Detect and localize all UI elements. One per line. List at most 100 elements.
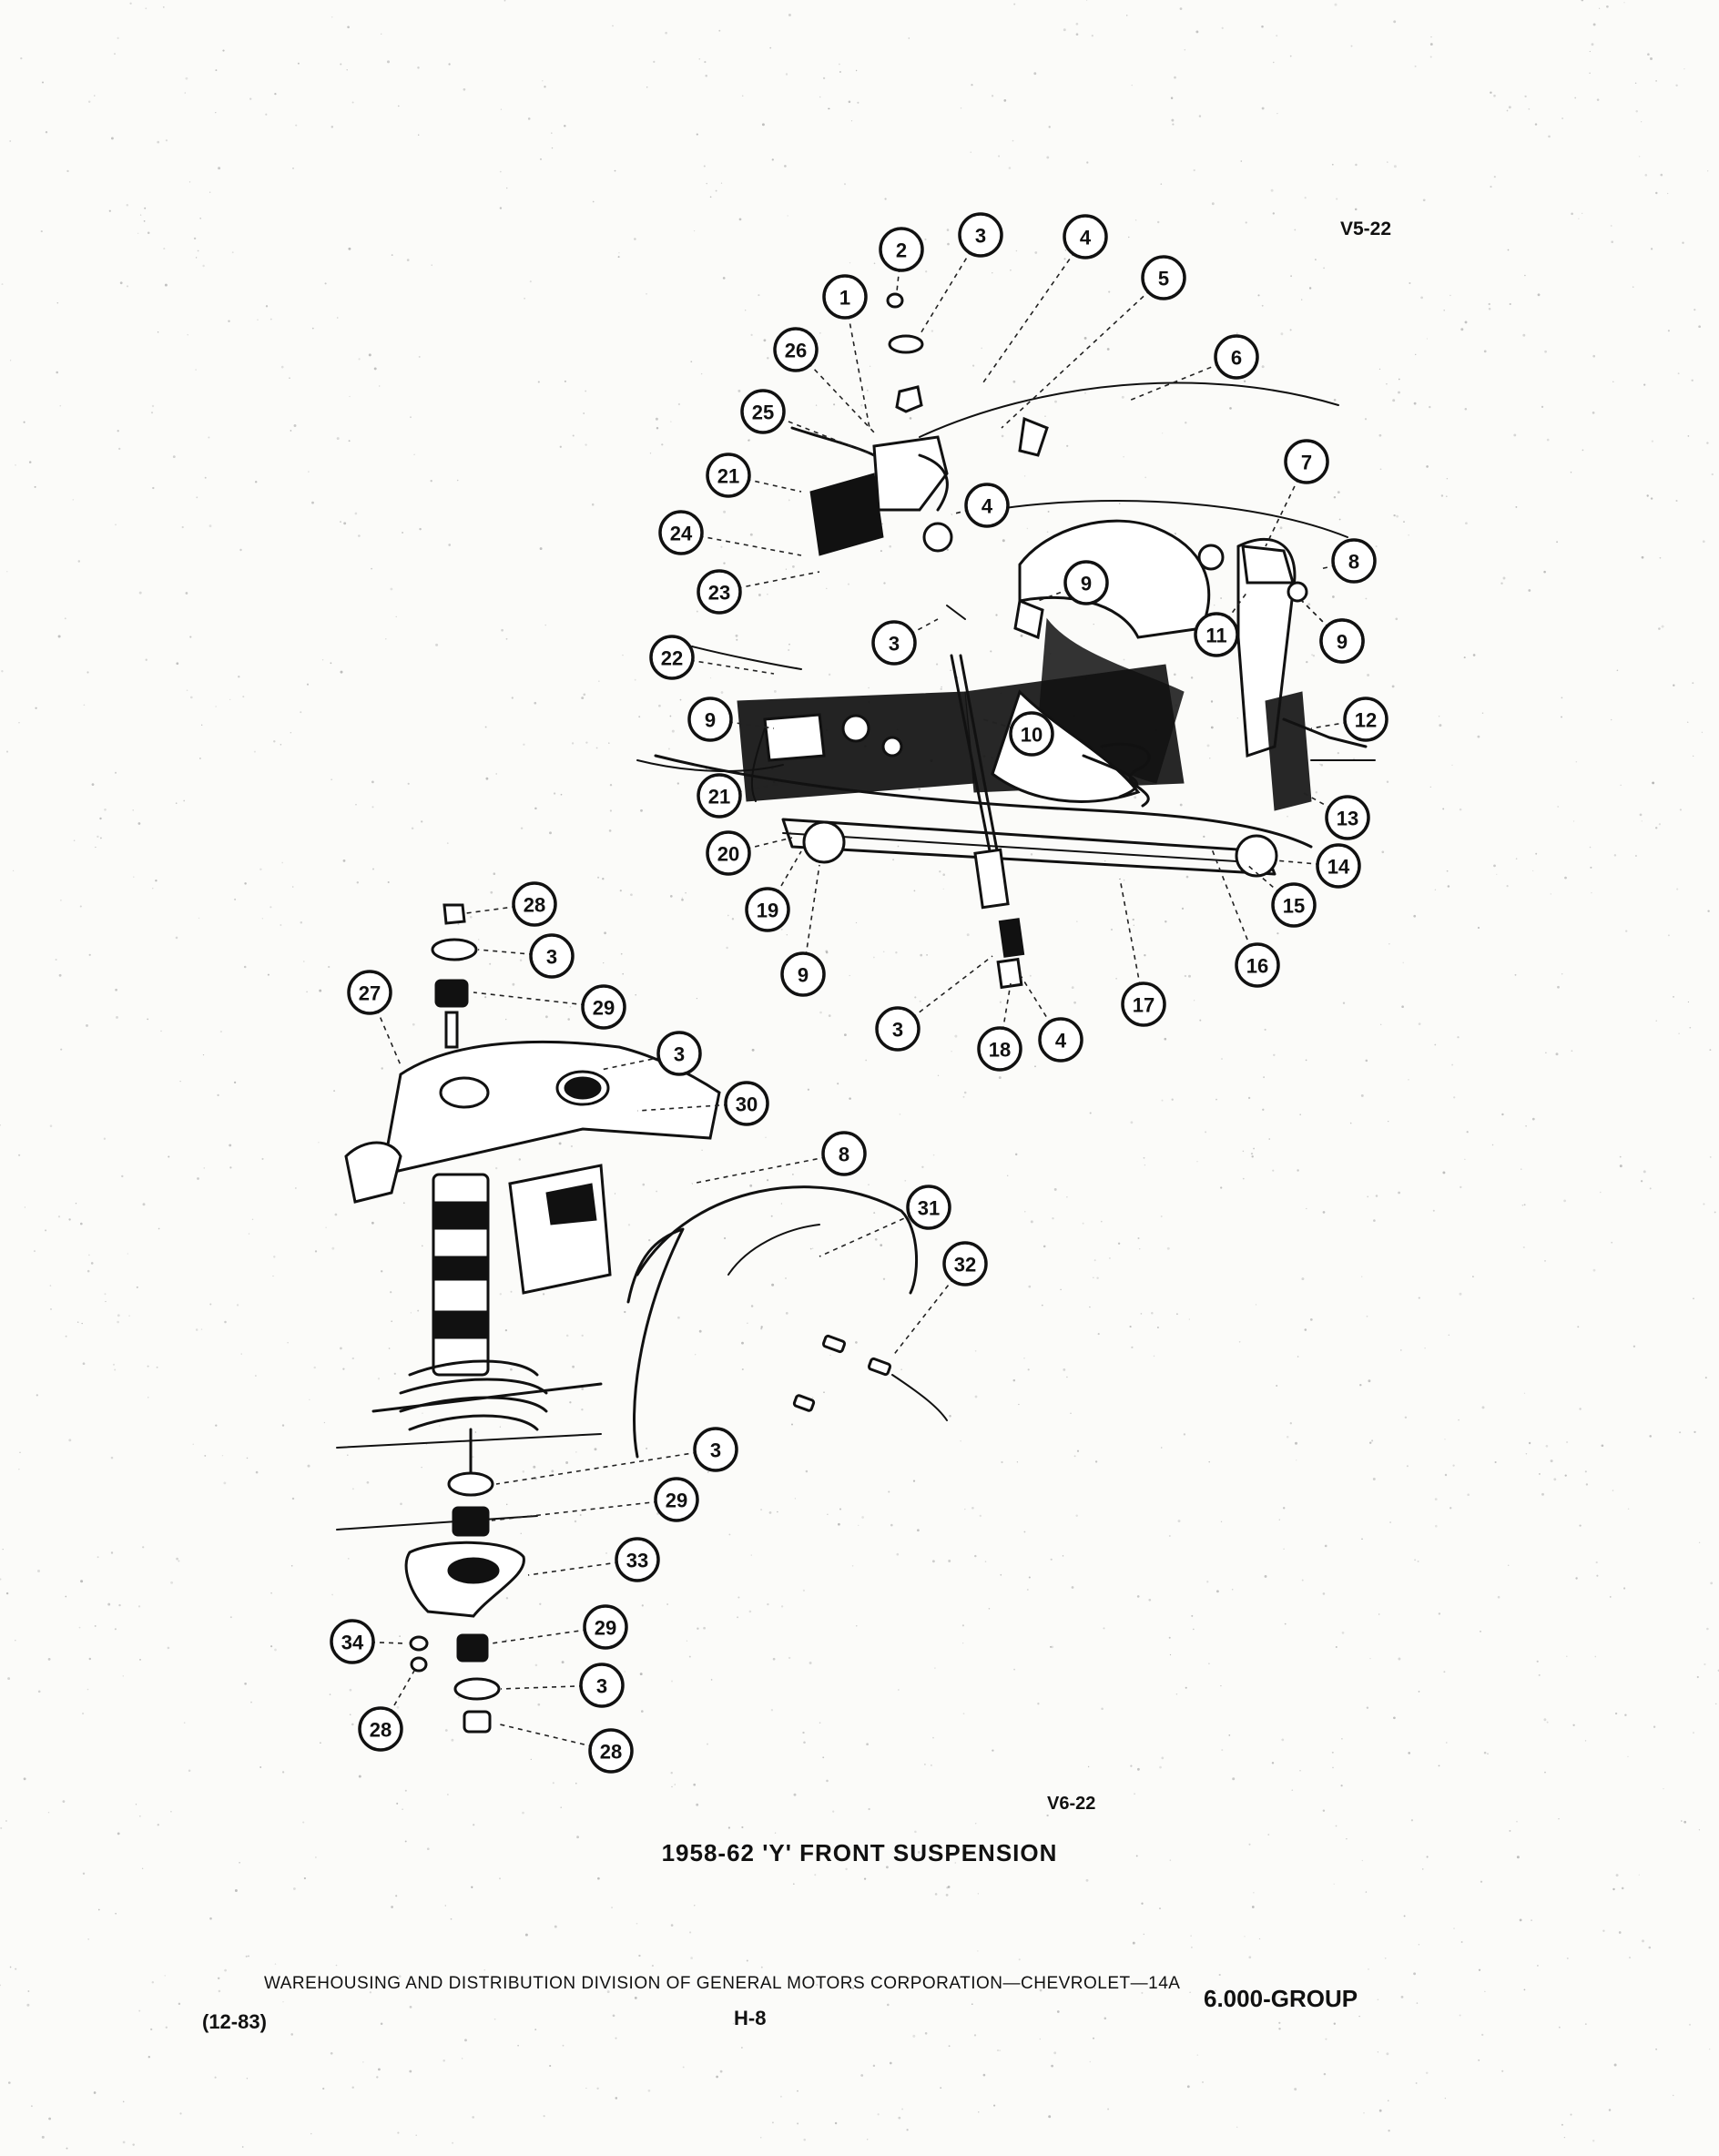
upper-callout-circle: [964, 483, 1010, 528]
upper-leader-line: [1319, 560, 1355, 570]
lower-leader-line: [491, 1499, 677, 1521]
upper-callout-25: 25: [740, 389, 875, 456]
upper-callout-circle: [1331, 538, 1377, 584]
upper-suspension-illustration: [636, 292, 1376, 990]
lower-callout-31: 31: [819, 1185, 951, 1257]
upper-callout-9: 9: [687, 697, 775, 742]
upper-callout-6: 6: [1128, 334, 1259, 402]
upper-callout-number: 6: [1231, 347, 1242, 370]
upper-callout-number: 23: [708, 582, 730, 605]
lower-callout-circle: [330, 1619, 375, 1664]
upper-callout-8: 8: [1319, 538, 1377, 584]
upper-callout-number: 14: [1327, 856, 1350, 879]
lower-callout-28: 28: [495, 1723, 634, 1774]
lower-callout-circle: [724, 1081, 769, 1126]
lower-callout-3: 3: [495, 1427, 738, 1485]
footer-date: (12-83): [202, 2010, 267, 2033]
upper-callout-circle: [1319, 618, 1365, 664]
lower-callout-number: 29: [595, 1617, 616, 1640]
upper-callout-20: 20: [706, 830, 793, 876]
lower-suspension-illustration: [336, 903, 948, 1734]
lower-callout-3: 3: [500, 1663, 625, 1708]
lower-callout-number: 3: [674, 1043, 685, 1066]
upper-callout-7: 7: [1265, 439, 1329, 547]
upper-callout-circle: [871, 620, 917, 666]
upper-callout-number: 9: [1081, 573, 1092, 595]
upper-callout-number: 11: [1205, 625, 1226, 647]
lower-callout-number: 3: [546, 946, 557, 969]
lower-callout-circle: [358, 1706, 403, 1752]
lower-callout-circle: [693, 1427, 738, 1472]
upper-callout-circle: [1343, 697, 1388, 742]
upper-callout-number: 2: [896, 239, 907, 262]
lower-callout-number: 34: [341, 1632, 364, 1654]
upper-callout-number: 8: [1348, 551, 1359, 574]
lower-callout-number: 31: [918, 1197, 940, 1220]
upper-callout-circle: [745, 887, 790, 932]
upper-callout-22: 22: [649, 635, 775, 680]
upper-callout-23: 23: [697, 569, 820, 615]
upper-callout-21: 21: [706, 453, 802, 498]
upper-callout-circle: [1063, 214, 1108, 259]
upper-callout-circle: [706, 830, 751, 876]
lower-callout-28: 28: [465, 881, 557, 927]
lower-callout-number: 33: [626, 1550, 648, 1572]
upper-callout-circle: [875, 1006, 921, 1052]
upper-callout-3: 3: [875, 955, 993, 1052]
upper-callout-circle: [1316, 843, 1361, 889]
lower-callout-number: 28: [370, 1719, 392, 1742]
upper-callout-13: 13: [1301, 791, 1370, 840]
upper-callout-number: 4: [1055, 1030, 1067, 1053]
upper-callout-4: 4: [1019, 973, 1083, 1063]
lower-callout-3: 3: [477, 933, 575, 979]
upper-callout-number: 22: [661, 647, 683, 670]
lower-callout-circle: [588, 1728, 634, 1774]
callout-layer: 1234567892625212442393221191291021132014…: [330, 212, 1388, 1774]
upper-callout-circle: [1194, 612, 1239, 657]
upper-callout-circle: [697, 569, 742, 615]
lower-callout-32: 32: [891, 1241, 988, 1358]
lower-callout-number: 30: [736, 1093, 758, 1116]
lower-callout-29: 29: [491, 1604, 628, 1650]
upper-callout-circle: [773, 327, 819, 372]
upper-callout-number: 7: [1301, 452, 1312, 474]
upper-callout-26: 26: [773, 327, 875, 433]
lower-callout-number: 27: [359, 982, 381, 1005]
upper-callout-4: 4: [951, 483, 1010, 528]
lower-callout-number: 8: [839, 1144, 849, 1166]
upper-callout-21: 21: [697, 773, 784, 819]
upper-leader-line: [982, 236, 1086, 383]
upper-callout-circle: [977, 1026, 1022, 1072]
lower-callout-30: 30: [636, 1081, 769, 1126]
upper-callout-number: 26: [785, 340, 807, 362]
upper-callout-9: 9: [1301, 600, 1365, 664]
upper-callout-circle: [658, 510, 704, 555]
upper-callout-number: 15: [1283, 895, 1305, 918]
upper-callout-number: 5: [1158, 268, 1169, 290]
figure-code-bottom: V6-22: [1047, 1794, 1096, 1814]
upper-callout-circle: [1141, 255, 1186, 300]
lower-callout-3: 3: [600, 1031, 702, 1076]
lower-callout-33: 33: [527, 1537, 660, 1582]
upper-callout-circle: [1284, 439, 1329, 484]
upper-callout-circle: [706, 453, 751, 498]
figure-code-top: V5-22: [1340, 219, 1392, 239]
upper-callout-number: 4: [982, 495, 993, 518]
upper-callout-circle: [697, 773, 742, 819]
upper-callout-3: 3: [871, 618, 939, 666]
upper-callout-circle: [1235, 942, 1280, 988]
lower-callout-number: 29: [666, 1490, 687, 1512]
lower-callout-number: 32: [954, 1254, 976, 1276]
upper-callout-number: 3: [889, 633, 900, 656]
upper-callout-number: 25: [752, 402, 774, 424]
lower-callout-27: 27: [347, 970, 402, 1066]
upper-callout-12: 12: [1310, 697, 1388, 742]
upper-callout-1: 1: [822, 274, 870, 429]
upper-callout-circle: [1271, 882, 1317, 928]
upper-callout-5: 5: [1001, 255, 1186, 429]
lower-callout-circle: [581, 984, 626, 1030]
upper-callout-number: 13: [1337, 808, 1358, 830]
upper-callout-circle: [822, 274, 868, 320]
lower-callout-circle: [656, 1031, 702, 1076]
